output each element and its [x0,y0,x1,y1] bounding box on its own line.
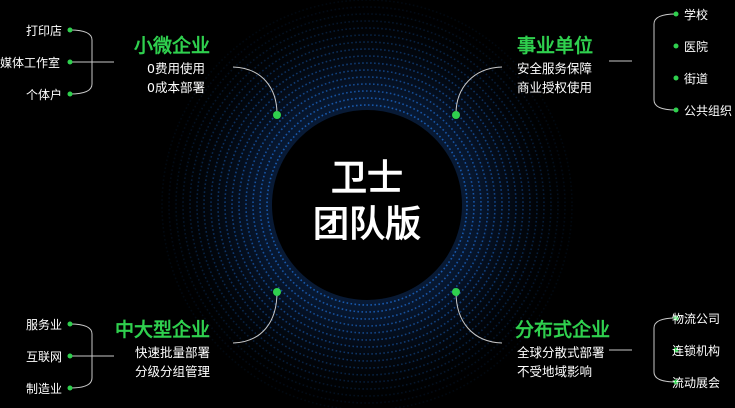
bracket-distributed [609,317,677,383]
decorative-ring [224,62,510,348]
decorative-ring [252,90,482,320]
center-title-line2: 团队版 [312,204,421,245]
decorative-ring [189,27,545,383]
bracket-public-institution [609,13,677,111]
node-dot-medium-large [273,288,281,296]
node-dot-small-business [273,111,281,119]
section-desc-medium-large: 快速批量部署 分级分组管理 [135,345,211,379]
bracket-small-business [69,29,114,95]
section-title-small-business: 小微企业 [134,35,211,57]
connector-public-institution [455,66,503,115]
connector-medium-large [232,291,278,344]
connector-distributed [455,291,503,344]
section-desc-small-business: 0费用使用 0成本部署 [147,61,205,95]
node-dot-public-institution [452,111,460,119]
decorative-ring [210,48,524,362]
list-item: 连锁机构 [672,344,721,358]
decorative-ring [245,83,489,327]
list-item: 制造业 [26,382,63,396]
decorative-ring [203,41,531,369]
center-title-line1: 卫士 [330,158,403,199]
section-desc-public-institution: 安全服务保障 商业授权使用 [517,61,593,95]
list-item: 公共组织 [684,104,733,118]
center-title: 卫士 团队版 [287,156,447,248]
section-title-distributed: 分布式企业 [515,319,611,341]
decorative-ring [259,97,475,313]
bracket-medium-large [69,323,114,389]
decorative-ring [182,20,552,390]
decorative-ring [161,0,573,408]
list-item: 物流公司 [672,312,721,326]
decorative-ring [238,76,496,334]
list-item: 服务业 [26,318,63,332]
section-desc-distributed: 全球分散式部署 不受地域影响 [517,345,605,379]
decorative-ring [217,55,517,355]
decorative-ring [231,69,503,341]
list-item: 医院 [684,40,709,54]
connector-small-business [232,66,278,115]
decorative-ring [175,13,559,397]
decorative-ring [266,104,468,306]
center-disc [272,110,462,300]
list-item: 媒体工作室 [0,56,61,70]
section-title-medium-large: 中大型企业 [115,319,211,341]
list-item: 流动展会 [672,376,721,390]
list-item: 互联网 [26,350,63,364]
list-item: 街道 [684,72,709,86]
list-item: 打印店 [26,24,63,38]
section-title-public-institution: 事业单位 [517,35,594,57]
list-item: 个体户 [26,88,63,102]
list-item: 学校 [684,8,709,22]
decorative-ring [196,34,538,376]
node-dot-distributed [452,288,460,296]
decorative-ring [168,6,566,404]
